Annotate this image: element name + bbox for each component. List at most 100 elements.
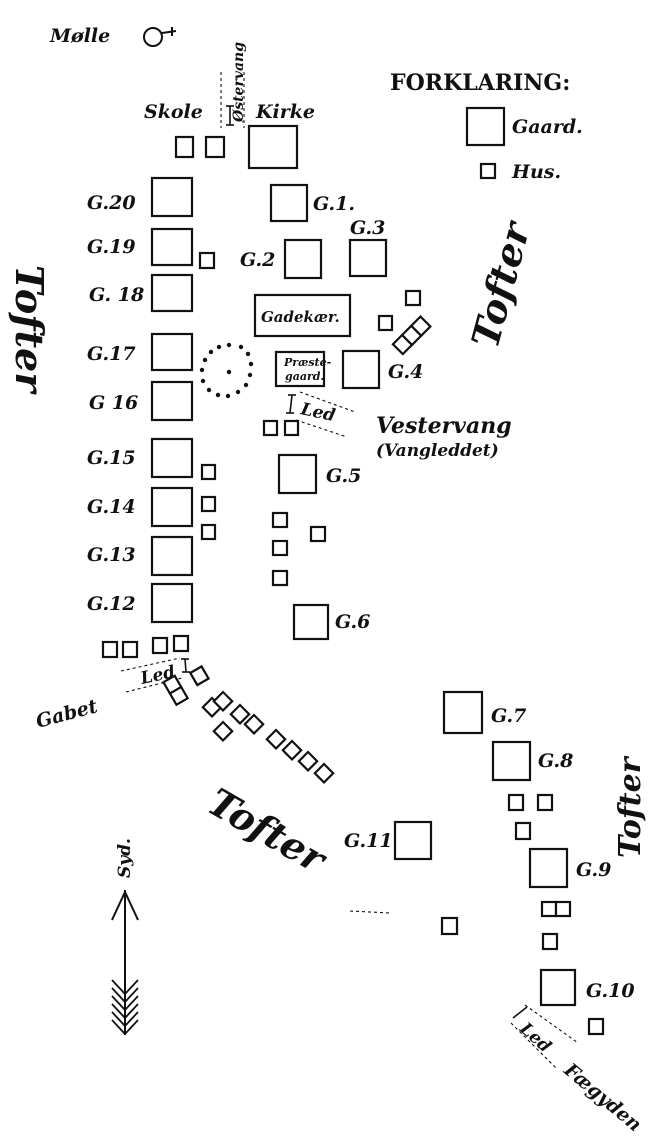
farm-g5-label: G.5: [326, 465, 361, 487]
farm-g6: [292, 603, 330, 641]
farm-g17: [150, 332, 194, 372]
farm-g13: [150, 535, 194, 577]
arrow-icon: [111, 889, 139, 1036]
house-g5-f: [271, 569, 289, 587]
house-diag-9: [313, 762, 335, 784]
praestegaard-building: [274, 350, 326, 388]
house-gabet-4: [172, 634, 190, 653]
farm-g17-label: G.17: [87, 343, 136, 365]
diagonal-house-row: [201, 690, 335, 784]
farm-g4: [341, 349, 381, 390]
farm-g6-label: G.6: [335, 611, 370, 633]
vestervang-road-upper: [299, 391, 356, 413]
farm-g7: [442, 690, 484, 735]
farm-g14-label: G.14: [87, 496, 136, 518]
house-g5-e: [271, 539, 289, 557]
gabet-area: Led Gabet: [34, 634, 211, 733]
faegyden-label: Fægyden: [559, 1058, 646, 1136]
farm-g12-label: G.12: [87, 593, 136, 615]
compass-label: Syd.: [115, 838, 135, 878]
house-g4-a: [404, 289, 422, 307]
farm-g10: [539, 968, 577, 1007]
path-stub: [349, 910, 391, 914]
house-gabet-3: [151, 636, 169, 655]
house-diag-8: [297, 750, 319, 772]
top-area: Mølle Østervang Skole Kirke: [49, 25, 315, 170]
house-g5-b: [283, 419, 300, 437]
faegyden-road-lower: [510, 1022, 557, 1069]
farm-g13-label: G.13: [87, 544, 136, 566]
farm-g5: [277, 453, 318, 495]
skole-building-1: [174, 135, 195, 159]
farm-g8: [491, 740, 532, 782]
house-g9-c: [541, 932, 559, 951]
farm-g18: [150, 273, 194, 313]
skole-label: Skole: [144, 101, 203, 123]
house-g5-d: [309, 525, 327, 543]
ostervang-label: Østervang: [231, 42, 247, 123]
house-g15: [200, 463, 217, 481]
farm-g12: [150, 582, 194, 624]
house-g14-b: [200, 523, 217, 541]
kirke-label: Kirke: [255, 101, 315, 123]
house-gabet-5: [188, 664, 211, 687]
faegyden-road-upper: [524, 1004, 579, 1044]
south-arrow: Syd.: [111, 838, 139, 1036]
house-g4-b: [377, 314, 394, 332]
house-g19: [198, 251, 216, 270]
vestervang-gate-area: Led Vestervang (Vangleddet): [286, 391, 512, 461]
praestegaard-label-1: Præste-: [283, 356, 332, 369]
molle-label: Mølle: [49, 25, 110, 47]
house-g14-a: [200, 495, 217, 513]
farm-g1-label: G.1.: [313, 193, 355, 215]
legend-gaard-symbol: [465, 106, 506, 147]
gabet-label: Gabet: [34, 695, 100, 733]
praestegaard-label-2: gaard.: [285, 370, 324, 383]
legend-title: FORKLARING:: [390, 70, 570, 96]
ostervang-gate: [226, 105, 234, 126]
house-diag-2: [212, 690, 234, 712]
house-g8-b: [536, 793, 554, 812]
tofter-center-label: Tofter: [201, 779, 336, 883]
farm-g14: [150, 486, 194, 528]
farm-g3-label: G.3: [350, 217, 385, 239]
legend-gaard-label: Gaard.: [512, 116, 583, 138]
house-diag-5: [212, 720, 234, 742]
tofter-right-bottom-label: Tofter: [613, 755, 648, 858]
farm-g11: [393, 820, 433, 861]
west-farm-row: G.20 G.19 G. 18 G.17 G 16 G.15 G.14 G.13…: [87, 176, 217, 624]
tofter-left-label: Tofter: [7, 265, 52, 395]
house-diag-7: [281, 739, 303, 761]
east-farms: G.7 G.8 G.11 G.9 G.10: [344, 690, 635, 1036]
house-g8-a: [507, 793, 525, 812]
faegyden-area: Led Fægyden: [510, 1004, 646, 1136]
house-g11-a: [440, 916, 459, 936]
central-farms: G.1. G.3 G.2 Gadekær. G.4 Præste- gaard.: [240, 183, 432, 390]
house-diag-6: [265, 728, 287, 750]
mill-icon: [143, 27, 177, 47]
house-gabet-pair: [161, 674, 190, 707]
house-g5-a: [262, 419, 279, 437]
farm-g18-label: G. 18: [89, 284, 144, 306]
farm-g10-label: G.10: [586, 980, 635, 1002]
legend-hus-symbol: [479, 162, 497, 180]
skole-building-2: [204, 135, 226, 159]
house-g9-b: [554, 900, 572, 918]
farm-g20: [150, 176, 194, 218]
house-g4-diagonal: [391, 315, 432, 356]
farm-g2: [283, 238, 323, 280]
farm-g16: [150, 380, 194, 422]
east-central-farms: G.5 G.6: [262, 419, 370, 641]
house-gabet-1: [101, 640, 119, 659]
farm-g19: [150, 227, 194, 267]
farm-g16-label: G 16: [89, 392, 138, 414]
house-g8-c: [514, 821, 532, 841]
faegyden-gate: [512, 1006, 528, 1019]
farm-g9: [528, 847, 569, 889]
legend-hus-label: Hus.: [511, 161, 561, 183]
gabet-gate: [181, 658, 190, 673]
gadekaer-label: Gadekær.: [261, 308, 340, 326]
farm-g9-label: G.9: [576, 859, 611, 881]
house-g9-a: [540, 900, 558, 918]
